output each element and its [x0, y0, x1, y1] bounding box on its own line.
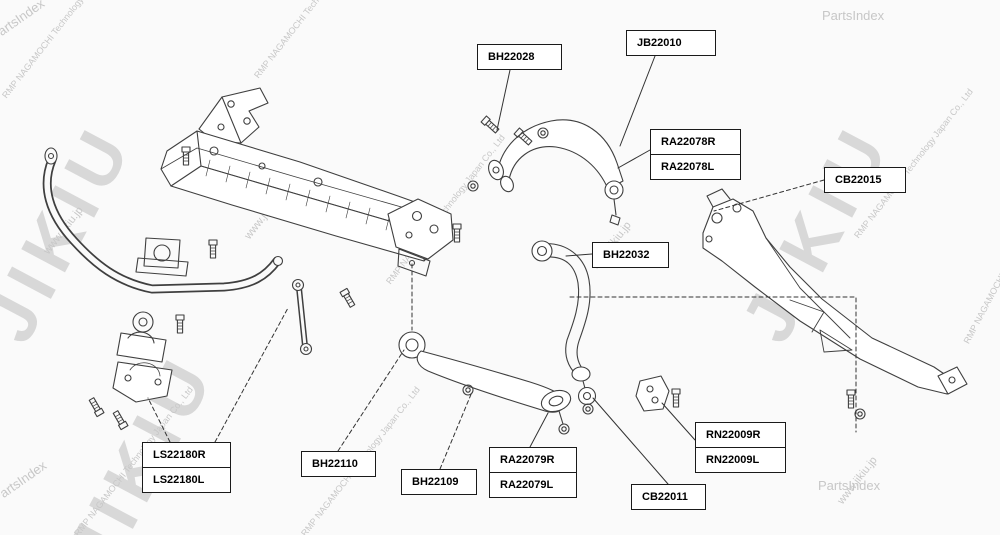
part-label-rn22009[interactable]: RN22009R RN22009L	[695, 422, 786, 473]
part-number: BH22032	[603, 249, 650, 261]
part-label-ra22078[interactable]: RA22078R RA22078L	[650, 129, 741, 180]
part-label-bh22109[interactable]: BH22109	[401, 469, 477, 495]
upper-control-arm-drawing	[488, 119, 624, 226]
mount-bracket-drawing	[635, 375, 670, 412]
part-label-bh22032[interactable]: BH22032	[592, 242, 669, 268]
part-number: RA22078L	[651, 154, 740, 179]
part-number: CB22011	[642, 491, 688, 503]
part-label-cb22011[interactable]: CB22011	[631, 484, 706, 510]
stabilizer-clamps-drawing	[112, 311, 173, 403]
part-number: LS22180L	[143, 467, 230, 492]
part-number: CB22015	[835, 174, 882, 186]
part-label-jb22010[interactable]: JB22010	[626, 30, 716, 56]
tension-bracket-drawing	[702, 188, 968, 395]
front-lower-arm-drawing	[398, 331, 572, 425]
part-number: RN22009R	[706, 429, 761, 441]
part-label-bh22028[interactable]: BH22028	[477, 44, 562, 70]
part-label-ra22079[interactable]: RA22079R RA22079L	[489, 447, 577, 498]
leader-lines	[147, 55, 857, 485]
part-number: RA22078R	[661, 136, 716, 148]
part-number: BH22109	[412, 476, 459, 488]
watermark-partsindex: PartsIndex	[822, 8, 885, 23]
part-number: RA22079R	[500, 454, 555, 466]
crossmember-drawing	[160, 87, 454, 277]
part-label-cb22015[interactable]: CB22015	[824, 167, 906, 193]
part-number: BH22028	[488, 51, 535, 63]
part-number: JB22010	[637, 37, 682, 49]
stabilizer-bar-drawing	[42, 147, 284, 294]
part-number: RN22009L	[696, 447, 785, 472]
rear-lower-arm-drawing	[531, 240, 597, 406]
part-label-bh22110[interactable]: BH22110	[301, 451, 376, 477]
part-label-ls22180[interactable]: LS22180R LS22180L	[142, 442, 231, 493]
watermark-partsindex: PartsIndex	[818, 478, 881, 493]
stabilizer-link-drawing	[291, 278, 313, 356]
part-number: LS22180R	[153, 449, 206, 461]
part-number: BH22110	[312, 458, 358, 470]
part-number: RA22079L	[490, 472, 576, 497]
